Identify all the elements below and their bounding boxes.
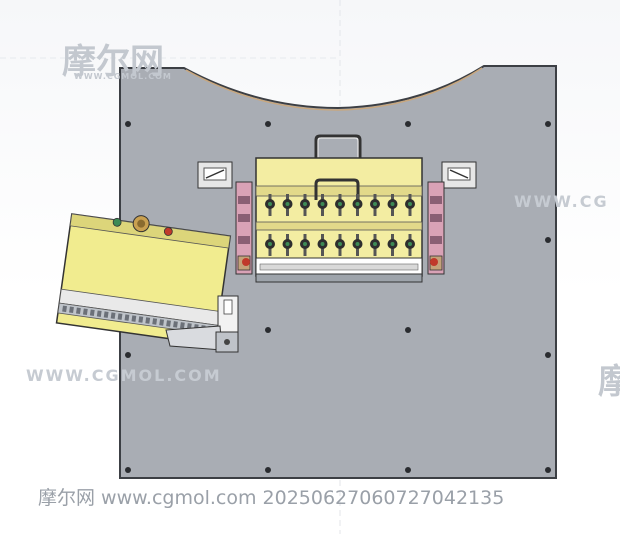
- watermark-logo: 摩尔网: [62, 42, 164, 82]
- probe-pin: [300, 234, 310, 256]
- control-box[interactable]: [55, 206, 232, 346]
- watermark-text-left: WWW.CGMOL.COM: [26, 366, 222, 385]
- vent-slot: [103, 311, 109, 318]
- green-button[interactable]: [112, 217, 122, 227]
- vent-slot: [145, 317, 151, 324]
- footer-caption: 摩尔网 www.cgmol.com 20250627060727042135: [38, 487, 505, 509]
- vent-slot: [96, 310, 102, 317]
- red-button[interactable]: [163, 227, 173, 236]
- probe-pin: [370, 234, 380, 256]
- probe-pin: [370, 194, 380, 216]
- control-knob-center: [137, 219, 146, 228]
- watermark-logo-subtext: WWW.CGMOL.COM: [74, 72, 172, 81]
- probe-pin: [317, 194, 328, 216]
- vent-slot: [76, 307, 81, 315]
- vent-slot: [69, 306, 74, 314]
- left-latch-bracket[interactable]: [197, 161, 233, 189]
- probe-pin: [352, 234, 363, 256]
- probe-row-bottom: [265, 234, 415, 256]
- vent-slot: [89, 309, 95, 316]
- vent-slot: [166, 320, 171, 327]
- probe-pin: [352, 194, 363, 216]
- left-indicator: [242, 258, 250, 266]
- housing-base-bar: [255, 273, 423, 283]
- vent-slot: [131, 315, 137, 322]
- probe-pin: [265, 234, 275, 256]
- probe-pin: [317, 234, 328, 256]
- vent-slot: [62, 305, 67, 313]
- vent-slot: [82, 308, 88, 316]
- probe-pin: [300, 194, 310, 216]
- vent-slot: [180, 322, 185, 329]
- vent-slot: [138, 316, 144, 323]
- base-plate-highlight: [185, 67, 483, 111]
- hinge-bracket[interactable]: [165, 295, 239, 353]
- probe-pin: [405, 194, 415, 216]
- right-indicator: [430, 258, 438, 266]
- probe-pin: [282, 194, 293, 216]
- probe-pin: [265, 194, 275, 216]
- watermark-logo-right-fragment: 摩: [598, 362, 620, 402]
- top-handle-inner: [317, 137, 359, 160]
- probe-row-top: [265, 194, 415, 216]
- probe-pin: [405, 234, 415, 256]
- probe-pin: [335, 234, 345, 256]
- inner-handle[interactable]: [314, 178, 360, 200]
- vent-slot: [124, 314, 130, 321]
- probe-pin: [387, 194, 398, 216]
- right-latch-bracket[interactable]: [441, 161, 477, 189]
- vent-slot: [110, 312, 116, 319]
- probe-pin: [335, 194, 345, 216]
- vent-slot: [173, 321, 178, 328]
- probe-pin: [282, 234, 293, 256]
- watermark-text-right: WWW.CG: [514, 192, 609, 211]
- probe-pin: [387, 234, 398, 256]
- vent-slot: [159, 319, 165, 326]
- fixture-housing[interactable]: [255, 157, 423, 277]
- vent-slot: [152, 318, 158, 325]
- vent-slot: [117, 313, 123, 320]
- top-handle[interactable]: [314, 134, 362, 160]
